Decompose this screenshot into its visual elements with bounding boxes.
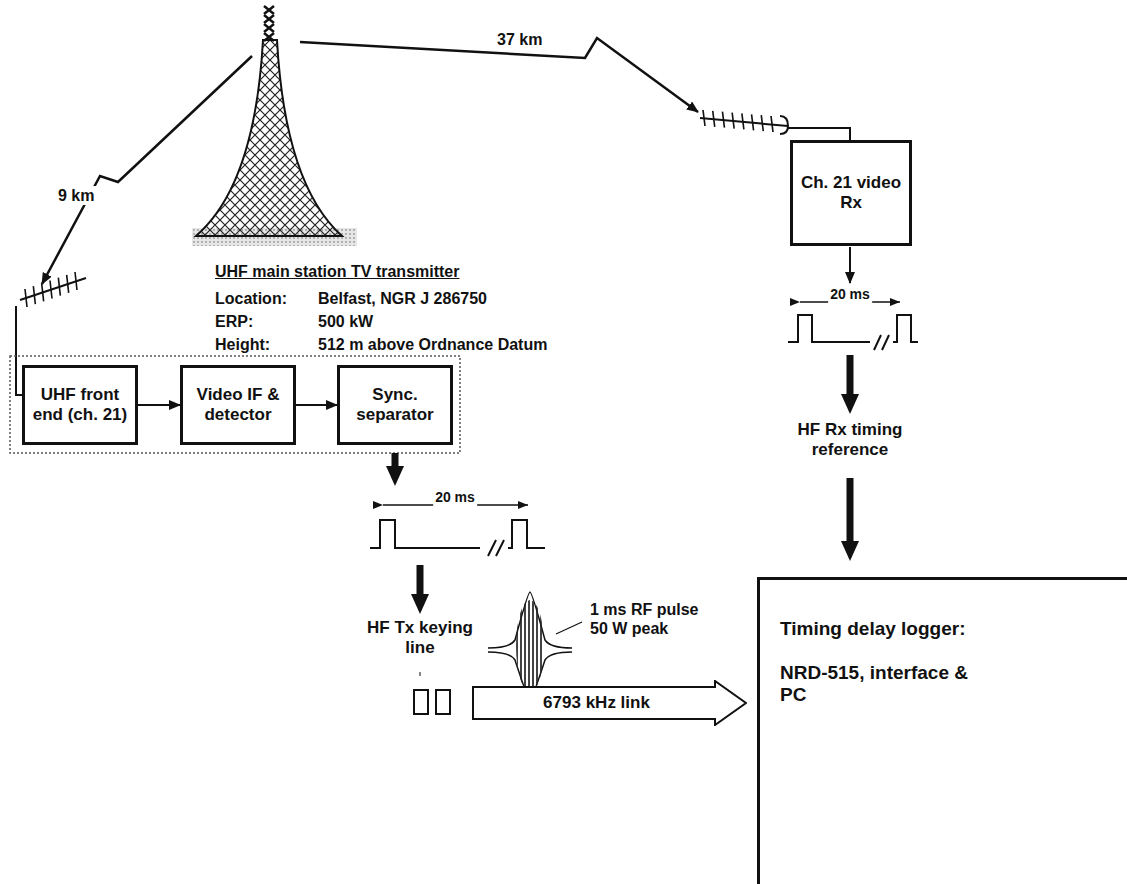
receiver-box: Ch. 21 video Rx [790,140,912,246]
antenna-element [752,114,754,130]
antenna-element [58,278,60,296]
annotation-label: 512 m above Ordnance Datum [316,335,549,354]
antenna-element [761,115,763,131]
antenna-element [713,111,715,127]
antenna-element [732,113,734,129]
signal-arrow [138,404,180,406]
annotation-label: Height: [213,335,272,354]
node-text: 6793 kHz link [543,693,650,713]
process-box: Sync. separator [337,365,453,445]
node-text: Video IF & detector [189,385,287,424]
antenna-element [25,289,27,307]
process-box: Video IF & detector [180,365,296,445]
node-text: UHF front end (ch. 21) [31,385,129,424]
annotation-label: 37 km [495,30,544,49]
link-arrow: 6793 kHz link [472,680,747,726]
antenna-element [67,275,69,293]
antenna-element [50,281,52,299]
annotation-label: 500 kW [316,312,375,331]
annotation-label: 9 km [56,186,96,205]
node-text: NRD-515, interface & PC [780,662,980,706]
antenna-element [703,110,705,126]
antenna-element [33,286,35,304]
antenna-element [42,283,44,301]
annotation-label: HF Tx keying line [363,618,477,659]
process-box: UHF front end (ch. 21) [22,365,138,445]
logger-box: Timing delay logger: NRD-515, interface &… [757,577,1127,884]
annotation-label: UHF main station TV transmitter [213,262,461,281]
node-text: Sync. separator [346,385,444,424]
annotation-label: Location: [213,289,289,308]
antenna-element [742,113,744,129]
antenna-element [75,272,77,290]
antenna-element [722,112,724,128]
antenna-element [771,116,773,132]
annotation-label: ERP: [213,312,255,331]
annotation-label: HF Rx timing reference [783,420,917,461]
node-text: Ch. 21 video Rx [799,173,903,212]
signal-arrow [296,404,337,406]
annotation-label: 20 ms [828,286,872,303]
annotation-label: Belfast, NGR J 286750 [316,289,489,308]
annotation-label: 20 ms [433,489,477,506]
annotation-label: 1 ms RF pulse 50 W peak [588,600,702,638]
node-text: Timing delay logger: [780,618,965,640]
